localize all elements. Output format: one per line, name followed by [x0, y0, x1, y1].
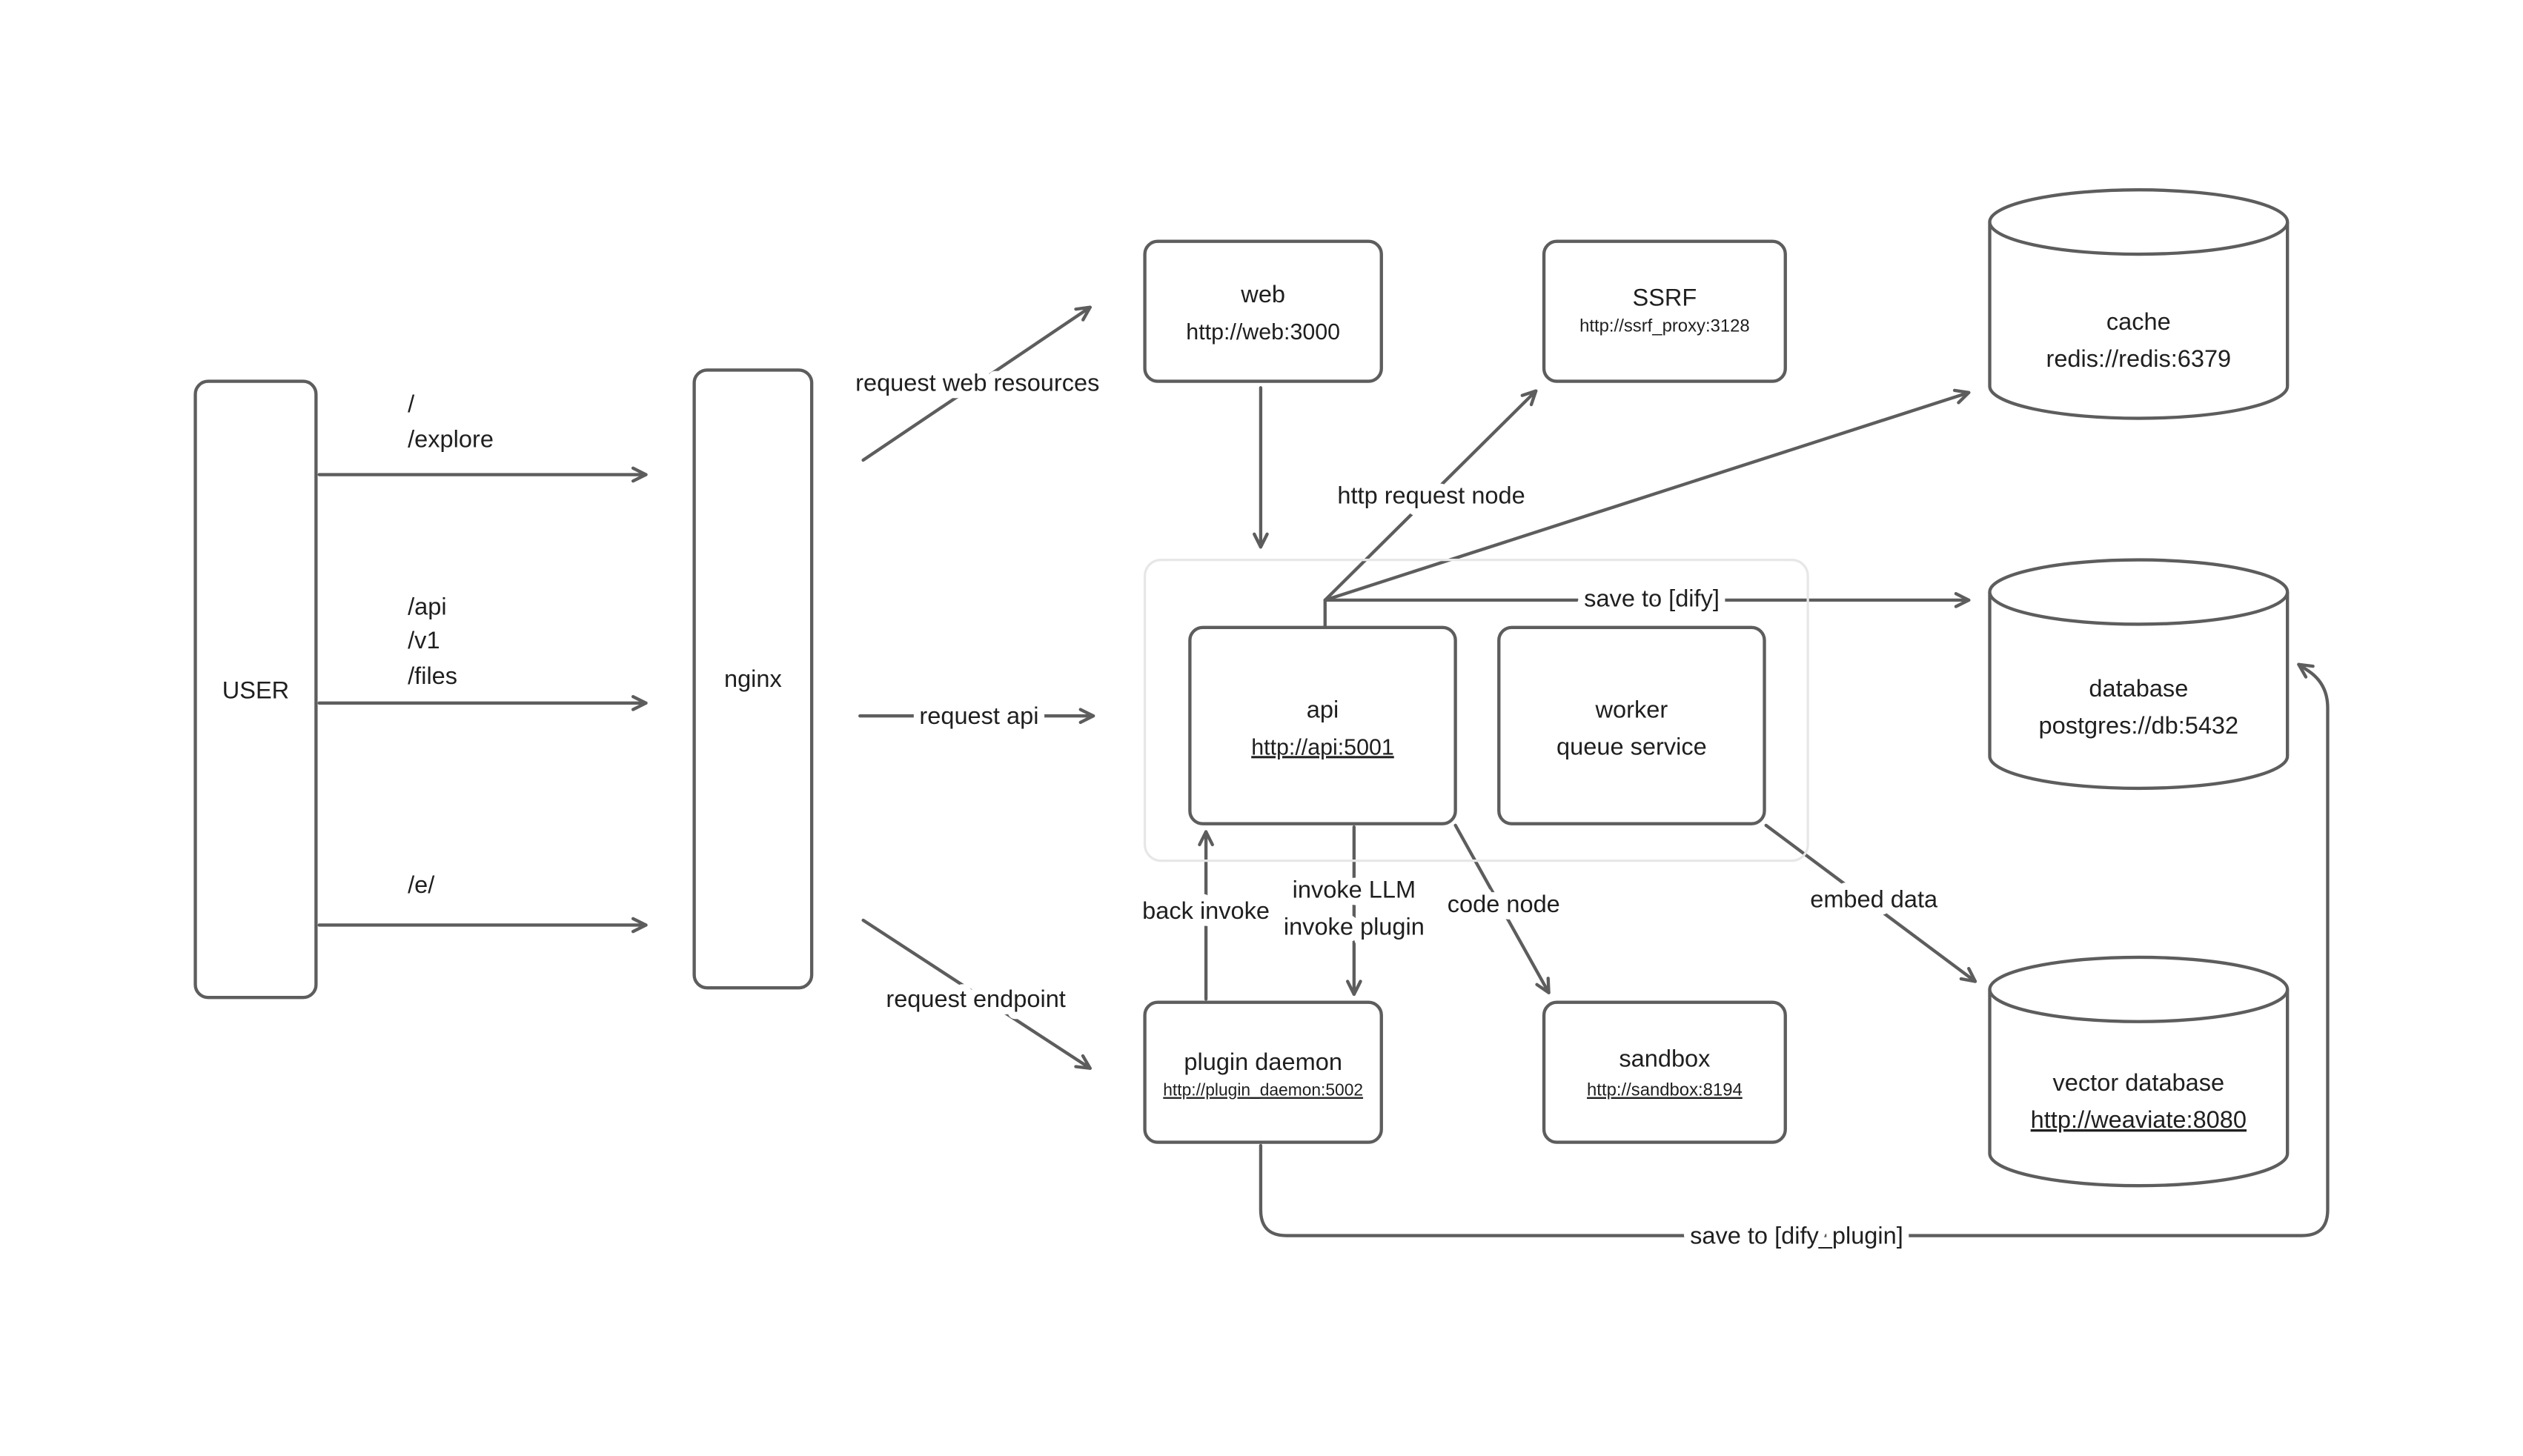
api-worker-group	[1143, 558, 1809, 862]
route-labels: / /explore /api /v1 /files /e/	[408, 390, 494, 898]
vector-database-url: http://weaviate:8080	[2031, 1106, 2247, 1133]
label-back-invoke: back invoke	[1142, 897, 1270, 924]
node-web: web http://web:3000	[1143, 239, 1383, 383]
api-node-box	[1188, 625, 1457, 825]
route-api-path-3: /files	[408, 662, 457, 689]
sandbox-title: sandbox	[1619, 1046, 1710, 1072]
node-sandbox: sandbox http://sandbox:8194	[1542, 1000, 1787, 1144]
route-web-path-2: /explore	[408, 426, 494, 453]
node-cache: cache redis://redis:6379	[1988, 188, 2290, 420]
label-invoke-llm: invoke LLM	[1293, 877, 1416, 903]
node-nginx: nginx	[692, 368, 814, 990]
edge-api-cache	[1323, 388, 1971, 602]
sandbox-url: http://sandbox:8194	[1587, 1080, 1743, 1100]
route-api-path-2: /v1	[408, 627, 440, 654]
database-cylinder-top	[1988, 558, 2290, 626]
vector-database-cylinder-top	[1988, 955, 2290, 1023]
route-web-path-1: /	[408, 390, 415, 417]
ssrf-node-box	[1542, 239, 1787, 383]
user-label: USER	[222, 677, 289, 703]
edge-nginx-plugin-daemon	[861, 918, 1092, 1070]
edges	[317, 305, 2330, 1237]
edge-api-ssrf	[1323, 389, 1538, 602]
cache-url: redis://redis:6379	[2046, 345, 2232, 372]
label-invoke-plugin: invoke plugin	[1284, 914, 1425, 940]
web-url: http://web:3000	[1186, 319, 1340, 345]
label-http-request-node: http request node	[1337, 482, 1525, 509]
web-title: web	[1240, 281, 1285, 308]
node-database: database postgres://db:5432	[1988, 558, 2290, 791]
database-url: postgres://db:5432	[2039, 712, 2239, 739]
label-request-endpoint: request endpoint	[886, 985, 1065, 1012]
database-title: database	[2089, 675, 2188, 702]
edge-plugin-daemon-database-save	[1259, 662, 2330, 1237]
node-ssrf: SSRF http://ssrf_proxy:3128	[1542, 239, 1787, 383]
cache-cylinder-body	[1988, 222, 2290, 420]
worker-title: worker	[1595, 696, 1668, 722]
label-save-to-dify: save to [dify]	[1584, 585, 1720, 612]
plugin-daemon-node-box	[1143, 1000, 1383, 1144]
database-cylinder-body	[1988, 592, 2290, 791]
label-request-web-resources: request web resources	[855, 370, 1099, 396]
node-api: api http://api:5001	[1188, 625, 1457, 825]
edge-nginx-web	[861, 305, 1092, 462]
api-url: http://api:5001	[1251, 734, 1394, 759]
label-embed-data: embed data	[1810, 886, 1938, 913]
node-worker: worker queue service	[1497, 625, 1766, 825]
edge-api-sandbox	[1453, 823, 1551, 994]
route-api-path-1: /api	[408, 593, 446, 619]
cache-title: cache	[2106, 308, 2171, 335]
vector-database-title: vector database	[2053, 1069, 2225, 1096]
ssrf-url: http://ssrf_proxy:3128	[1579, 316, 1750, 336]
node-vector-database: vector database http://weaviate:8080	[1988, 955, 2290, 1188]
api-title: api	[1307, 696, 1339, 722]
node-user: USER	[193, 379, 318, 1000]
edge-worker-vector-database	[1764, 823, 1977, 983]
worker-subtitle: queue service	[1556, 733, 1707, 759]
route-endpoint-path: /e/	[408, 871, 435, 898]
ssrf-title: SSRF	[1632, 285, 1697, 311]
worker-node-box	[1497, 625, 1766, 825]
plugin-daemon-url: http://plugin_daemon:5002	[1163, 1080, 1363, 1100]
plugin-daemon-title: plugin daemon	[1184, 1048, 1342, 1075]
label-save-to-dify-plugin: save to [dify_plugin]	[1690, 1222, 1903, 1249]
web-node-box	[1143, 239, 1383, 383]
cache-cylinder-top	[1988, 188, 2290, 256]
user-node-box	[193, 379, 318, 1000]
nginx-label: nginx	[724, 665, 782, 692]
sandbox-node-box	[1542, 1000, 1787, 1144]
label-request-api: request api	[919, 702, 1038, 729]
node-plugin-daemon: plugin daemon http://plugin_daemon:5002	[1143, 1000, 1383, 1144]
label-code-node: code node	[1448, 891, 1560, 917]
vector-database-cylinder-body	[1988, 989, 2290, 1188]
nginx-node-box	[692, 368, 814, 990]
